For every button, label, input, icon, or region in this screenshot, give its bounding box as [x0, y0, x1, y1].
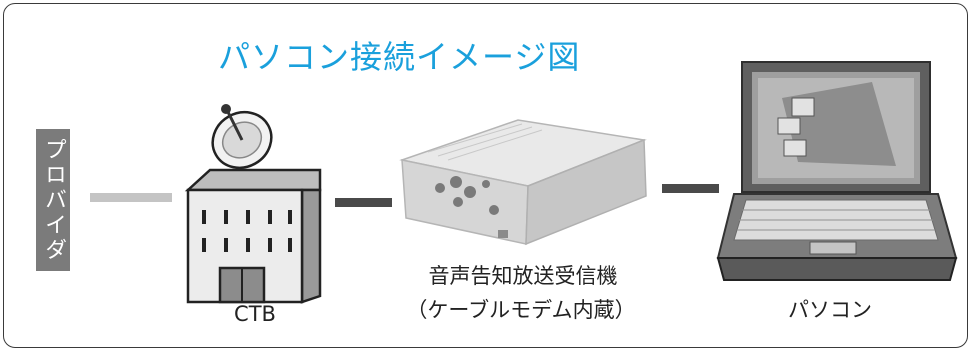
connector-ctb-receiver [335, 198, 392, 207]
provider-box: プロバイダ [36, 129, 70, 271]
satellite-dish-icon [211, 104, 273, 178]
ctb-label: CTB [234, 302, 276, 326]
receiver-device-icon [399, 119, 647, 246]
receiver-label-line1: 音声告知放送受信機 [428, 264, 618, 288]
pc-label: パソコン [788, 298, 872, 322]
laptop-icon [716, 61, 958, 281]
diagram-title: パソコン接続イメージ図 [218, 38, 581, 76]
connector-provider-ctb [90, 193, 172, 202]
receiver-label-line2: （ケーブルモデム内蔵） [406, 298, 636, 322]
connector-receiver-pc [662, 184, 719, 193]
building-with-satellite-dish-icon [184, 104, 322, 304]
